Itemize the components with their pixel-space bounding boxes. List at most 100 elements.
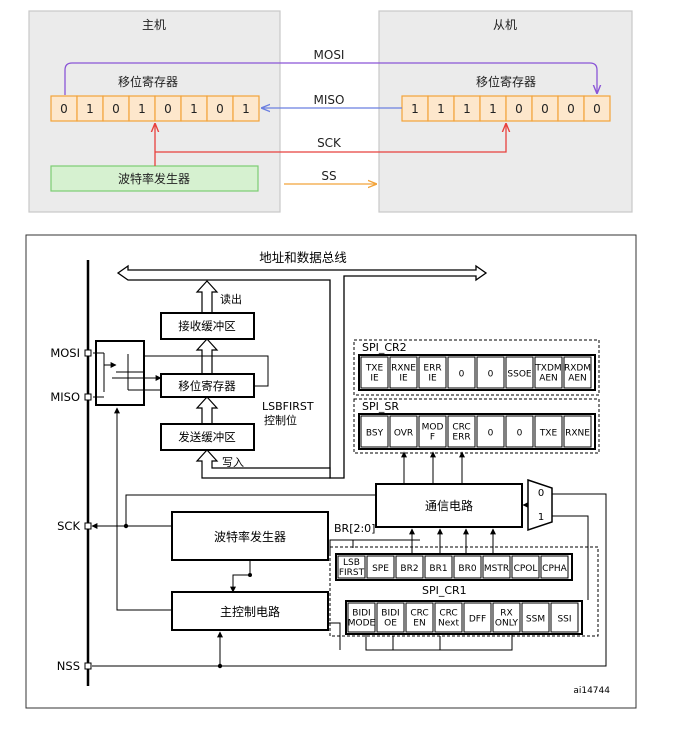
reference-id: ai14744 [573,686,610,696]
slave-bit-value: 1 [411,102,419,116]
cr1-row2-bit-cell [405,602,434,633]
sr-title: SPI_SR [362,400,399,413]
cr1-title: SPI_CR1 [422,584,467,597]
slave-title: 从机 [493,18,517,32]
mux-in0: 0 [538,488,544,499]
tx-buffer [160,423,255,451]
pin-sck-label: SCK [57,519,80,533]
cr2-bit-label: 0 [459,370,465,380]
lsbfirst-label-2: 控制位 [264,413,297,427]
master-bit-cell [206,95,234,122]
pin-miso-label: MISO [50,390,80,404]
mosi-label: MOSI [314,48,345,62]
cr2-bit-cell [389,356,418,389]
cr2-bit-label: RXDM [564,364,591,374]
cr1-row1-bit-cell [424,555,453,579]
pin-mosi-label: MOSI [50,346,80,360]
cr1-row2-bit-label: OE [384,619,397,629]
slave-bit-cell [583,95,611,122]
comm-circuit [375,483,523,528]
lsbfirst-label-1: LSBFIRST [262,400,314,413]
master-control-label: 主控制电路 [220,604,280,619]
sr-bit-label: BSY [366,429,384,439]
cr1-row1-bit-label: BR2 [400,564,418,574]
sr-bit-label: 0 [488,429,494,439]
junction-sck [123,523,129,529]
cr2-outline [358,354,596,391]
slave-bit-value: 0 [541,102,549,116]
cr2-dashed-frame [353,339,600,396]
pin-mosi-marker [84,349,92,357]
cr2-bit-cell [418,356,447,389]
cr1-row2-bit-label: CRC [410,609,428,619]
sr-dashed-frame [353,398,600,454]
sr-bit-cell [360,415,389,448]
cr1-row2-bit-cell [521,602,550,633]
cr1-row1-bit-label: BR1 [429,564,447,574]
master-bit-value: 0 [112,102,120,116]
read-arrow [195,280,219,314]
master-bit-cell [154,95,182,122]
cr2-bit-label: SSOE [507,370,532,380]
cr2-bit-cell [360,356,389,389]
cr1-row1-bit-label: BR0 [458,564,476,574]
sr-bit-label: F [430,433,435,443]
sr-bit-label: 0 [517,429,523,439]
mosi-line [64,62,597,95]
cr2-bit-cell [447,356,476,389]
master-bit-value: 0 [164,102,172,116]
cr1-row2-bit-label: DFF [469,615,486,625]
slave-bit-value: 0 [515,102,523,116]
cr2-bit-cell [534,356,563,389]
sr-bit-cell [389,415,418,448]
cr1-row2-bit-label: RX [500,609,512,619]
cr1-row1-bit-cell [482,555,511,579]
bottom-diagram: 地址和数据总线 读出 写入 接收缓冲区 移位寄存器 发送缓冲区 LSBFIRST… [25,234,637,709]
cr1-row1-bit-cell [366,555,395,579]
baud-generator [171,511,329,561]
cr1-row2-bit-label: BIDI [352,609,370,619]
slave-bit-value: 0 [567,102,575,116]
signal-wiring [91,407,607,667]
cr1-row1-bit-cell [453,555,482,579]
cr1-row1-bit-label: CPHA [542,564,567,574]
cr1-row2-bit-label: ONLY [495,619,519,629]
cr1-row2-bit-label: CRC [439,609,457,619]
sr-bit-label: CRC [452,423,470,433]
miso-label: MISO [314,93,345,107]
cr2-bit-label: TXE [365,364,384,374]
pin-miso-marker [84,393,92,401]
cr2-bit-label: AEN [568,374,587,384]
sr-bit-cell [418,415,447,448]
pin-nss-marker [84,662,92,670]
master-bit-cell [180,95,208,122]
master-control [171,591,329,631]
slave-bit-cell [427,95,455,122]
cr1-row2-bit-label: EN [413,619,425,629]
master-bit-cell [102,95,130,122]
cr1-row1-bit-label: SPE [372,564,389,574]
cr1-row2-bit-cell [463,602,492,633]
master-baud-label: 波特率发生器 [118,171,190,186]
slave-bit-cell [479,95,507,122]
master-bit-value: 1 [190,102,198,116]
master-bit-value: 1 [138,102,146,116]
slave-bit-value: 1 [437,102,445,116]
br-label: BR[2:0] [334,522,375,535]
cr2-bit-cell [505,356,534,389]
slave-bit-value: 1 [463,102,471,116]
pin-sck-marker [84,522,92,530]
cr1-row2-bit-label: BIDI [381,609,399,619]
cr1-row1-bit-label: FIRST [339,568,365,578]
mux [527,478,553,532]
master-baud-generator [50,165,259,192]
master-bit-value: 0 [60,102,68,116]
sr-bit-label: RXNE [565,429,590,439]
sr-bit-cell [476,415,505,448]
shift-feedback-line [116,355,269,387]
